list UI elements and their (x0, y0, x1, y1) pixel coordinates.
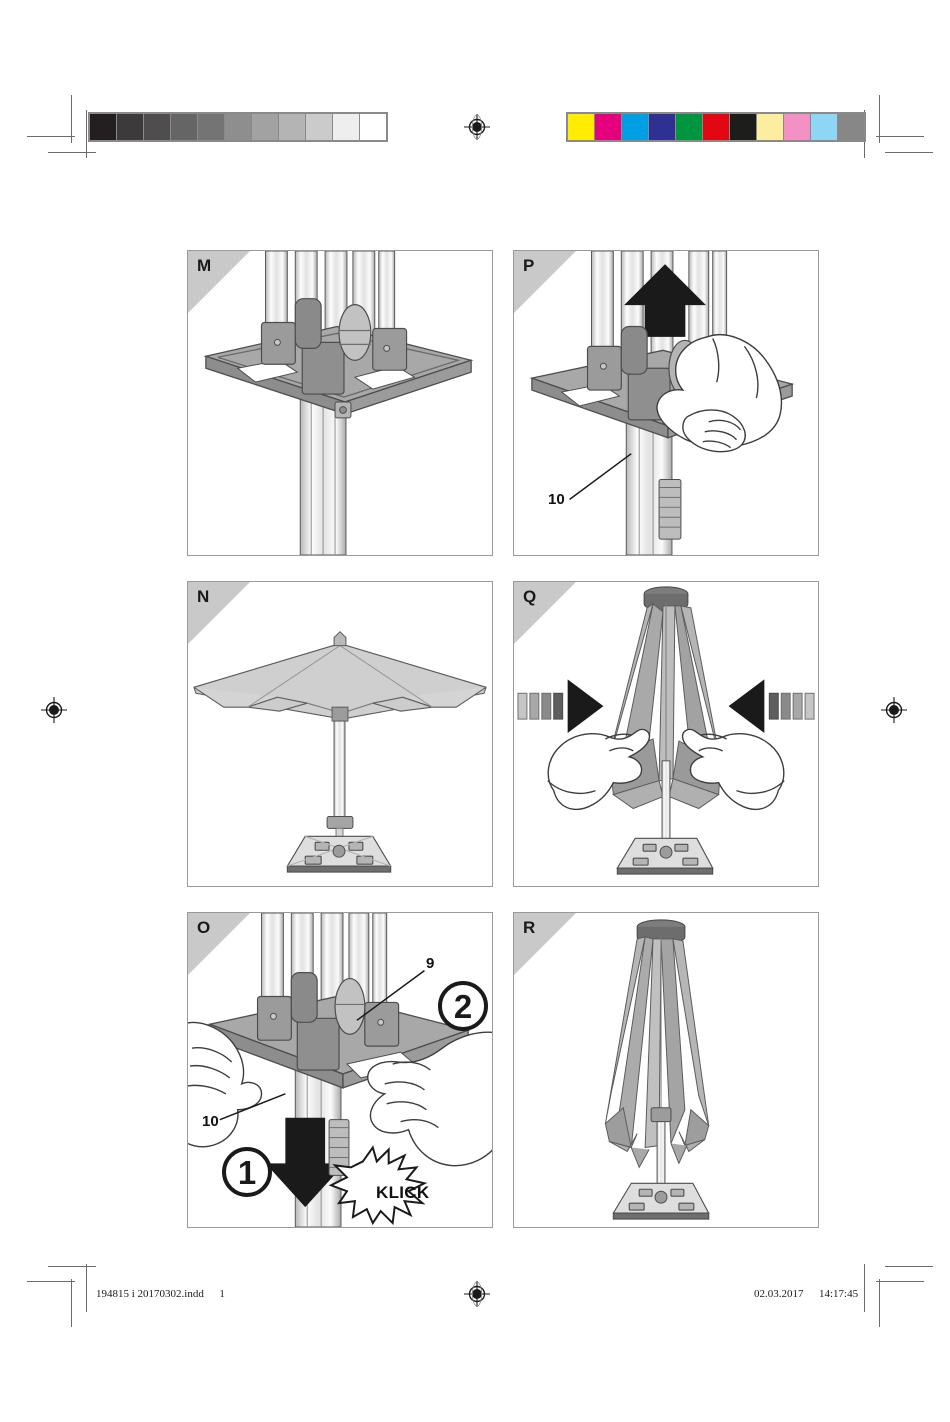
footer-timestamp: 02.03.2017 14:17:45 (754, 1288, 858, 1300)
panel-label-o: O (197, 918, 211, 937)
panel-q: Q (513, 581, 819, 887)
crop-mark-top-left-horizontal (27, 136, 75, 137)
panel-corner-triangle (514, 251, 576, 313)
panel-label-q: Q (523, 587, 537, 606)
crop-mark-top-left-bleed-vertical (86, 110, 87, 158)
instruction-panel-grid: M (187, 250, 819, 1228)
panel-label-n: N (197, 587, 210, 606)
klick-starburst (328, 1145, 428, 1226)
callout-10: 10 (202, 1113, 219, 1130)
panel-label-p: P (523, 256, 535, 275)
crop-mark-bottom-left-bleed-vertical (86, 1264, 87, 1312)
crop-mark-top-left-vertical (71, 95, 72, 143)
footer-file-name: 194815 i 20170302.indd 1 (96, 1288, 225, 1300)
color-swatch-light-yellow (757, 114, 784, 140)
callout-10: 10 (548, 491, 565, 508)
footer-page-number: 1 (219, 1288, 225, 1300)
panel-m-illustration (188, 251, 492, 555)
color-swatch-red (703, 114, 730, 140)
grayscale-swatch-2 (144, 114, 171, 140)
color-swatch-black (730, 114, 757, 140)
step-badge-2-text: 2 (454, 988, 472, 1025)
callout-9: 9 (426, 955, 435, 972)
step-badge-1: 1 (220, 1145, 274, 1204)
panel-corner-triangle (188, 251, 250, 313)
panel-r: R (513, 912, 819, 1228)
grayscale-swatch-1 (117, 114, 144, 140)
grayscale-swatch-5 (225, 114, 252, 140)
crop-mark-bottom-right-bleed-horizontal (885, 1266, 933, 1267)
crop-mark-bottom-left-bleed-horizontal (48, 1266, 96, 1267)
panel-label-m: M (197, 256, 212, 275)
grayscale-swatch-3 (171, 114, 198, 140)
crop-mark-bottom-right-horizontal (876, 1281, 924, 1282)
footer-date: 02.03.2017 (754, 1288, 804, 1300)
grayscale-swatch-8 (306, 114, 333, 140)
color-swatch-light-blue (811, 114, 838, 140)
grayscale-swatch-9 (333, 114, 360, 140)
color-swatch-gray (838, 114, 864, 140)
motion-bars-right (768, 692, 815, 720)
color-swatch-magenta (595, 114, 622, 140)
motion-bars-left (517, 692, 564, 720)
crop-mark-top-right-vertical (879, 95, 880, 143)
klick-label: KLICK (376, 1183, 430, 1202)
panel-n: N (187, 581, 493, 887)
grayscale-swatch-7 (279, 114, 306, 140)
panel-corner-triangle (188, 913, 250, 975)
step-badge-2: 2 (436, 979, 490, 1038)
registration-target-icon-left (40, 696, 68, 724)
panel-r-illustration (514, 913, 818, 1227)
panel-o: O 9 10 2 1 KLICK (187, 912, 493, 1228)
panel-m: M (187, 250, 493, 556)
footer-file-name-text: 194815 i 20170302.indd (96, 1288, 204, 1300)
registration-target-icon (463, 113, 491, 141)
color-swatch-green (676, 114, 703, 140)
registration-target-icon-bottom (463, 1280, 491, 1308)
panel-corner-triangle (188, 582, 250, 644)
grayscale-swatch-0 (90, 114, 117, 140)
color-swatch-blue (649, 114, 676, 140)
crop-mark-bottom-right-vertical (879, 1279, 880, 1327)
crop-mark-top-right-horizontal (876, 136, 924, 137)
panel-p-illustration (514, 251, 818, 555)
registration-target-icon-right (880, 696, 908, 724)
footer-time: 14:17:45 (819, 1288, 859, 1300)
grayscale-swatch-10 (360, 114, 386, 140)
panel-q-illustration (514, 582, 818, 886)
grayscale-step-wedge (88, 112, 388, 142)
grayscale-swatch-6 (252, 114, 279, 140)
step-badge-1-text: 1 (238, 1154, 256, 1191)
color-swatch-pink (784, 114, 811, 140)
grayscale-swatch-4 (198, 114, 225, 140)
panel-corner-triangle (514, 582, 576, 644)
color-swatch-cyan (622, 114, 649, 140)
panel-corner-triangle (514, 913, 576, 975)
panel-n-illustration (188, 582, 492, 886)
process-color-control-bar (566, 112, 866, 142)
crop-mark-bottom-left-horizontal (27, 1281, 75, 1282)
crop-mark-top-right-bleed-horizontal (885, 152, 933, 153)
crop-mark-bottom-right-bleed-vertical (864, 1264, 865, 1312)
crop-mark-top-left-bleed-horizontal (48, 152, 96, 153)
panel-p: P 10 (513, 250, 819, 556)
panel-label-r: R (523, 918, 536, 937)
crop-mark-bottom-left-vertical (71, 1279, 72, 1327)
color-swatch-yellow (568, 114, 595, 140)
